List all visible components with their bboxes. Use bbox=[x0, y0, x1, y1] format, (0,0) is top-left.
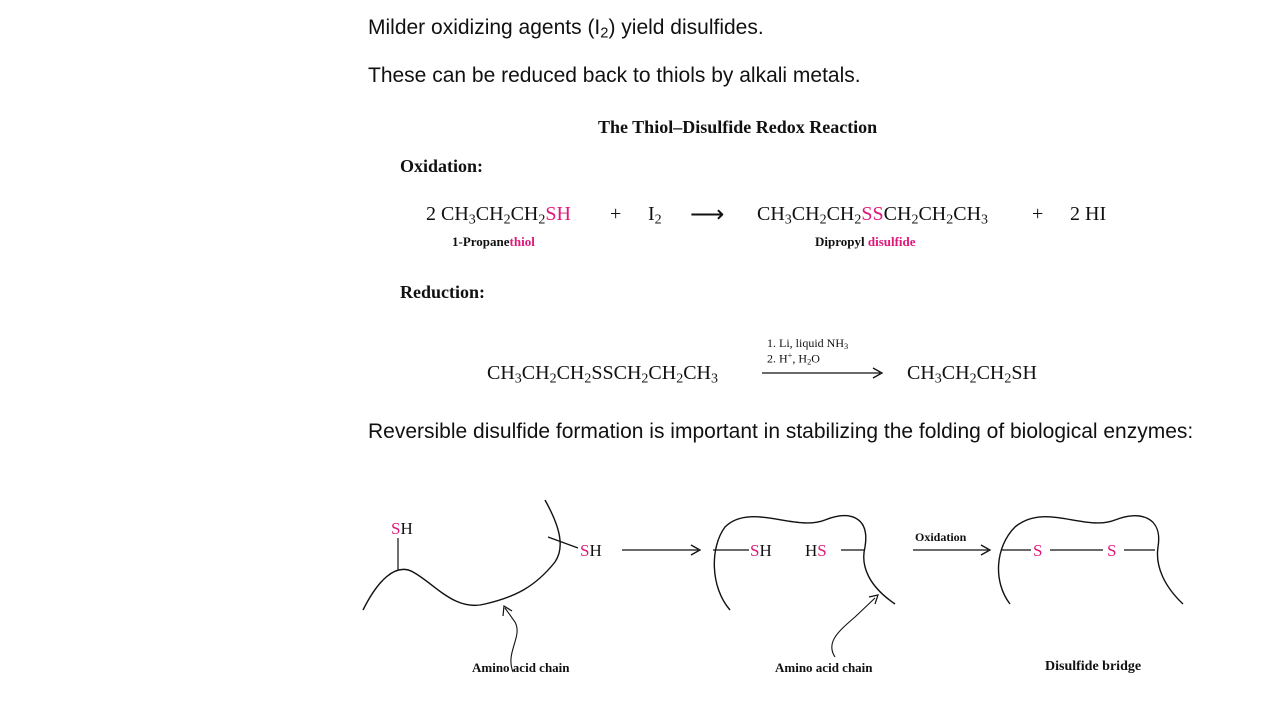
oxidation-arrow-label: Oxidation bbox=[915, 530, 967, 544]
bridge-s-left: S bbox=[1033, 541, 1042, 560]
formula-subscript: 2 bbox=[641, 371, 649, 387]
paragraph-disulfide-enzymes: Reversible disulfide formation is import… bbox=[368, 420, 1194, 443]
condition-text: , H bbox=[792, 351, 808, 366]
formula-part: CH bbox=[556, 362, 585, 384]
oxidation-plus-1: + bbox=[610, 203, 622, 225]
formula-subscript: 2 bbox=[584, 371, 592, 387]
sh-right-label: SH bbox=[580, 541, 602, 560]
formula-subscript: 2 bbox=[503, 212, 511, 228]
formula-part: CH bbox=[791, 203, 820, 225]
sh-left-label-2: SH bbox=[750, 541, 772, 560]
formula-subscript: 2 bbox=[549, 371, 557, 387]
formula-subscript: 3 bbox=[784, 212, 792, 228]
formula-part: CH bbox=[826, 203, 855, 225]
formula-part: CH bbox=[757, 203, 785, 225]
formula-part: CH bbox=[487, 362, 515, 384]
amino-acid-chain-caption-1: Amino acid chain bbox=[472, 660, 570, 675]
oxidation-product: CH3CH2CH2SSCH2CH2CH3 bbox=[757, 203, 988, 229]
intro-line-reduction: These can be reduced back to thiols by a… bbox=[368, 64, 861, 87]
hs-label-2: HS bbox=[805, 541, 827, 560]
formula-part: CH bbox=[683, 362, 712, 384]
oxidation-reactant: 2 CH3CH2CH2SH bbox=[426, 203, 571, 229]
folding-diagram: SH SH Amino acid chain SH HS Amino acid … bbox=[362, 499, 1184, 675]
oxidation-heading: Oxidation: bbox=[400, 156, 484, 176]
intro-line1-subscript: 2 bbox=[600, 25, 609, 42]
bridge-s-right: S bbox=[1107, 541, 1116, 560]
amino-acid-chain-caption-2: Amino acid chain bbox=[775, 660, 873, 675]
formula-part: CH bbox=[521, 362, 550, 384]
formula-part: CH bbox=[441, 203, 469, 225]
sh-bond-right bbox=[547, 536, 579, 549]
condition-text: O bbox=[811, 351, 820, 366]
reduction-reactant: CH3CH2CH2SSCH2CH2CH3 bbox=[487, 362, 718, 388]
condition-text: 2. H bbox=[767, 351, 788, 366]
formula-part: CH bbox=[510, 203, 539, 225]
intro-line-oxidizing: Milder oxidizing agents (I2) yield disul… bbox=[368, 16, 764, 42]
formula-part: CH bbox=[953, 203, 982, 225]
product-name-text: Dipropyl bbox=[815, 234, 868, 249]
formula-part: CH bbox=[883, 203, 912, 225]
formula-subscript: 3 bbox=[711, 371, 719, 387]
reduction-condition-2: 2. H+, H2O bbox=[767, 351, 820, 367]
pointer-arrowhead-1 bbox=[502, 604, 513, 617]
formula-subscript: 2 bbox=[538, 212, 546, 228]
reactant-name-text: 1-Propane bbox=[452, 234, 510, 249]
formula-subscript: 3 bbox=[934, 371, 942, 387]
pointer-line-1 bbox=[504, 607, 518, 673]
condition-superscript: + bbox=[787, 351, 793, 360]
reactant-name-highlight: thiol bbox=[509, 234, 535, 249]
formula-subscript: 2 bbox=[854, 212, 862, 228]
condition-subscript: 3 bbox=[844, 342, 849, 352]
oxidation-byproduct: 2 HI bbox=[1070, 203, 1107, 225]
oxidation-arrow: ⟶ bbox=[690, 202, 725, 228]
formula-subscript: 2 bbox=[819, 212, 827, 228]
formula-subscript: 2 bbox=[946, 212, 954, 228]
amino-acid-chain-2 bbox=[713, 515, 896, 611]
formula-part: CH bbox=[475, 203, 504, 225]
reagent-subscript: 2 bbox=[654, 212, 662, 228]
reduction-product: CH3CH2CH2SH bbox=[907, 362, 1037, 388]
disulfide-bridge-caption: Disulfide bridge bbox=[1045, 659, 1141, 674]
formula-subscript: 2 bbox=[969, 371, 977, 387]
product-name: Dipropyl disulfide bbox=[815, 234, 916, 250]
formula-part: CH bbox=[976, 362, 1005, 384]
product-name-highlight: disulfide bbox=[867, 234, 916, 249]
amino-acid-chain-3 bbox=[997, 515, 1184, 605]
formula-part: CH bbox=[648, 362, 677, 384]
formula-subscript: 3 bbox=[468, 212, 476, 228]
formula-part: SSCH bbox=[591, 362, 642, 384]
oxidation-reagent: I2 bbox=[648, 203, 662, 229]
pointer-arrowhead-2 bbox=[868, 594, 879, 605]
sh-top-label: SH bbox=[391, 519, 413, 538]
condition-subscript: 2 bbox=[807, 357, 812, 367]
formula-subscript: 3 bbox=[981, 212, 989, 228]
formula-subscript: 2 bbox=[676, 371, 684, 387]
amino-acid-chain-1 bbox=[362, 499, 561, 611]
formula-subscript: 3 bbox=[514, 371, 522, 387]
formula-part: CH bbox=[941, 362, 970, 384]
oxidation-coefficient: 2 bbox=[426, 203, 441, 225]
thiol-group: SH bbox=[545, 203, 571, 225]
figure-title: The Thiol–Disulfide Redox Reaction bbox=[598, 117, 878, 137]
formula-subscript: 2 bbox=[1004, 371, 1012, 387]
disulfide-group: SS bbox=[861, 203, 884, 225]
formula-part: CH bbox=[907, 362, 935, 384]
intro-line1-text: Milder oxidizing agents (I bbox=[368, 16, 601, 39]
formula-part: SH bbox=[1011, 362, 1037, 384]
arrow-2-head bbox=[980, 544, 992, 556]
condition-text: 1. Li, liquid NH bbox=[767, 336, 844, 350]
reactant-name: 1-Propanethiol bbox=[452, 234, 535, 250]
pointer-line-2 bbox=[831, 597, 876, 658]
formula-subscript: 2 bbox=[911, 212, 919, 228]
arrow-1-head bbox=[690, 544, 702, 556]
reduction-arrow bbox=[762, 367, 884, 379]
formula-part: CH bbox=[918, 203, 947, 225]
reduction-heading: Reduction: bbox=[400, 282, 485, 302]
reagent-symbol: I bbox=[648, 203, 655, 225]
oxidation-plus-2: + bbox=[1032, 203, 1044, 225]
intro-line1-text-end: ) yield disulfides. bbox=[608, 16, 764, 39]
reduction-condition-1: 1. Li, liquid NH3 bbox=[767, 336, 848, 351]
